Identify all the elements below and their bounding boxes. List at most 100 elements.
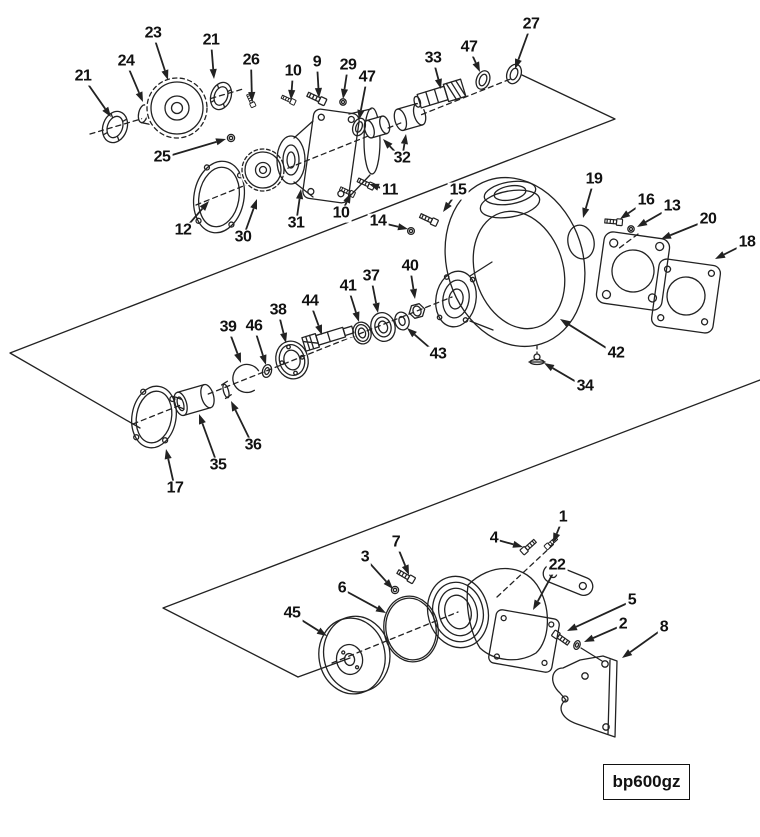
callout-arrowhead-46	[259, 354, 267, 365]
callout-label-45: 45	[281, 604, 303, 623]
part-19-plug	[567, 224, 595, 260]
callout-arrowhead-7	[401, 564, 409, 575]
callout-label-20: 20	[697, 210, 719, 229]
part-47-oring-b	[475, 70, 491, 90]
callout-arrowhead-8	[622, 649, 633, 658]
callout-arrowhead-38	[280, 332, 288, 343]
part-35-sleeve	[173, 383, 215, 417]
callout-arrowhead-21	[209, 68, 217, 79]
part-25-nut	[226, 133, 236, 143]
callout-label-21: 21	[200, 31, 222, 50]
part-43-seal	[394, 311, 410, 331]
leader-to-bracket	[580, 647, 603, 662]
callout-label-16: 16	[635, 191, 657, 210]
callout-arrowhead-24	[135, 91, 143, 102]
callout-label-19: 19	[583, 170, 605, 189]
part-5-bolt	[550, 629, 572, 647]
callout-arrowhead-14	[397, 223, 408, 231]
part-33-shaft	[413, 78, 467, 111]
callout-arrowhead-32	[383, 139, 393, 149]
part-44-shaft	[301, 322, 356, 352]
callout-label-4: 4	[487, 529, 501, 548]
callout-label-46: 46	[243, 317, 265, 336]
callout-label-36: 36	[242, 436, 264, 455]
callout-label-47: 47	[458, 38, 480, 57]
callout-label-15: 15	[447, 181, 469, 200]
callout-arrowhead-12	[199, 201, 209, 211]
part-22-elbow	[426, 563, 594, 673]
part-31-housing	[276, 107, 381, 204]
callout-arrowhead-39	[234, 352, 241, 363]
callout-label-26: 26	[240, 51, 262, 70]
part-2-washer	[573, 639, 581, 651]
callout-arrowhead-16	[620, 210, 631, 219]
part-45-impeller	[318, 615, 391, 695]
upper-fence-line	[9, 74, 616, 429]
part-13-nut	[627, 225, 635, 233]
callout-arrowhead-45	[316, 627, 327, 636]
callout-label-7: 7	[389, 533, 403, 552]
callout-label-14: 14	[367, 212, 389, 231]
part-21-bearing-b	[209, 81, 233, 111]
callout-label-9: 9	[310, 53, 324, 72]
part-39-snap-ring	[232, 363, 260, 394]
part-42-pump-body	[435, 176, 586, 348]
part-16-bolt	[604, 217, 624, 227]
callout-label-29: 29	[337, 56, 359, 75]
callout-label-43: 43	[427, 345, 449, 364]
callout-label-12: 12	[172, 221, 194, 240]
callout-arrowhead-44	[315, 324, 322, 335]
part-32-bushings	[363, 102, 427, 139]
callout-label-22: 22	[546, 556, 568, 575]
part-30-gear	[240, 147, 286, 193]
callout-label-18: 18	[736, 233, 758, 252]
callout-label-11: 11	[380, 181, 400, 200]
callout-label-40: 40	[399, 257, 421, 276]
callout-label-23: 23	[142, 24, 164, 43]
part-6-ring	[383, 595, 439, 663]
callout-label-47: 47	[356, 68, 378, 87]
callout-label-25: 25	[151, 148, 173, 167]
callout-arrowhead-6	[375, 605, 386, 613]
part-8-bracket	[552, 655, 618, 738]
callout-label-34: 34	[574, 377, 596, 396]
callout-arrowhead-31	[296, 189, 304, 200]
callout-label-3: 3	[358, 548, 372, 567]
callout-label-30: 30	[232, 228, 254, 247]
part-10-bolt-a	[280, 93, 297, 106]
callout-arrow-5	[575, 600, 633, 628]
callout-label-42: 42	[605, 344, 627, 363]
part-18-gasket	[650, 258, 722, 334]
lower-fence-line	[162, 379, 760, 678]
part-14-nut	[406, 226, 416, 236]
callout-arrowhead-47	[472, 61, 480, 72]
callout-label-27: 27	[520, 15, 542, 34]
part-3-nut	[390, 585, 400, 595]
part-23-gear	[145, 76, 209, 140]
callout-arrowhead-4	[512, 540, 523, 548]
callout-label-2: 2	[616, 615, 630, 634]
callout-arrowhead-13	[637, 218, 648, 227]
callout-label-21: 21	[72, 67, 94, 86]
part-41-bearing	[352, 321, 372, 345]
callout-arrowhead-29	[340, 88, 349, 99]
part-20-flange	[595, 231, 671, 311]
callout-label-39: 39	[217, 318, 239, 337]
callout-label-44: 44	[299, 292, 321, 311]
callout-arrowhead-22	[533, 599, 541, 610]
callout-label-33: 33	[422, 49, 444, 68]
callout-label-41: 41	[337, 277, 359, 296]
callout-arrowhead-17	[164, 449, 172, 460]
callout-arrowhead-36	[231, 401, 239, 412]
callout-arrowhead-1	[553, 532, 561, 543]
callout-arrowhead-10	[288, 89, 296, 100]
callout-label-10: 10	[282, 62, 304, 81]
callout-arrowhead-42	[560, 319, 571, 328]
callout-arrowhead-10	[343, 193, 351, 204]
callout-arrowhead-11	[369, 183, 380, 191]
callout-arrowhead-18	[715, 251, 726, 259]
callout-arrowhead-20	[661, 231, 672, 239]
part-37-bearing	[370, 312, 396, 342]
